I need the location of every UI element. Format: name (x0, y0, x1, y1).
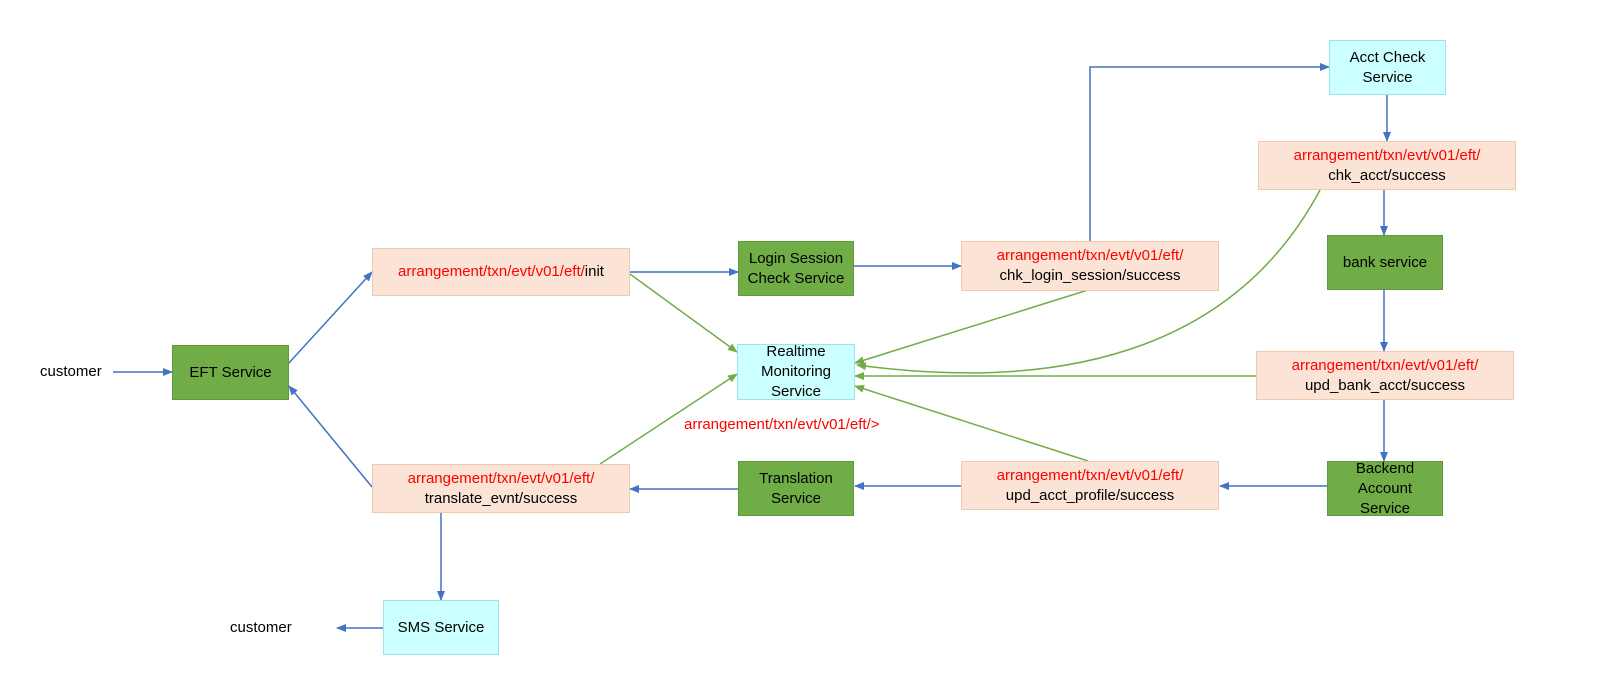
backend-account-service-node: Backend Account Service (1327, 459, 1443, 517)
bank-service-node: bank service (1327, 235, 1443, 290)
arrow-translate-to-eft (288, 385, 373, 488)
topic-init-text: arrangement/txn/evt/v01/eft/init (398, 262, 604, 282)
eft-service-node: EFT Service (172, 345, 289, 400)
topic-upd-bank-acct: arrangement/txn/evt/v01/eft/ upd_bank_ac… (1256, 351, 1514, 400)
topic-init-suffix: init (584, 263, 604, 280)
topic-upd-bank-prefix: arrangement/txn/evt/v01/eft/ (1291, 356, 1479, 374)
topic-translate-suffix: translate_evnt/success (424, 489, 578, 507)
topic-chk-acct-prefix: arrangement/txn/evt/v01/eft/ (1293, 146, 1481, 164)
topic-upd-profile-suffix: upd_acct_profile/success (1005, 486, 1175, 504)
topic-translate-prefix: arrangement/txn/evt/v01/eft/ (407, 469, 595, 487)
topic-chk-login-prefix: arrangement/txn/evt/v01/eft/ (996, 247, 1184, 264)
topic-upd-acct-profile: arrangement/txn/evt/v01/eft/ upd_acct_pr… (961, 461, 1219, 510)
translation-label-line1: Translation (759, 469, 833, 487)
topic-chk-login-session: arrangement/txn/evt/v01/eft/ chk_login_s… (961, 241, 1219, 291)
monitor-arrow-from-init (629, 273, 738, 353)
backend-label-line3: Service (1359, 499, 1411, 517)
customer-source-label: customer (40, 363, 102, 380)
topic-chk-acct: arrangement/txn/evt/v01/eft/ chk_acct/su… (1258, 141, 1516, 190)
login-service-label-line1: Login Session (748, 249, 844, 267)
customer-destination-label: customer (230, 619, 292, 636)
login-session-check-service-node: Login Session Check Service (738, 241, 854, 296)
topic-upd-profile-prefix: arrangement/txn/evt/v01/eft/ (996, 466, 1184, 484)
wildcard-subscription-label: arrangement/txn/evt/v01/eft/> (684, 416, 880, 433)
sms-service-label: SMS Service (397, 618, 485, 636)
sms-service-node: SMS Service (383, 600, 499, 655)
monitor-arrow-from-translate (599, 373, 738, 465)
topic-chk-login-suffix: chk_login_session/success (999, 267, 1181, 284)
eft-service-label: EFT Service (189, 363, 272, 381)
realtime-monitoring-service-node: Realtime Monitoring Service (737, 343, 855, 400)
arrow-chk-login-to-acct-check (1089, 63, 1330, 241)
monitor-service-label-line3: Service (770, 383, 822, 400)
acct-check-label-line2: Service (1362, 68, 1413, 86)
arrow-eft-to-init-topic (287, 271, 373, 365)
acct-check-label-line1: Acct Check (1349, 48, 1426, 66)
monitor-arrow-from-chk-login (854, 289, 1089, 365)
topic-upd-bank-suffix: upd_bank_acct/success (1304, 376, 1466, 394)
monitor-service-label-line2: Monitoring (760, 363, 832, 380)
monitor-service-label-line1: Realtime (766, 343, 826, 360)
login-service-label-line2: Check Service (747, 269, 845, 287)
backend-label-line2: Account (1357, 479, 1413, 497)
acct-check-service-node: Acct Check Service (1329, 40, 1446, 95)
topic-init-prefix: arrangement/txn/evt/v01/eft/ (398, 263, 585, 280)
translation-service-node: Translation Service (738, 461, 854, 516)
topic-init: arrangement/txn/evt/v01/eft/init (372, 248, 630, 296)
monitor-arrow-from-chk-acct (856, 189, 1321, 374)
topic-translate-evnt: arrangement/txn/evt/v01/eft/ translate_e… (372, 464, 630, 513)
bank-service-label: bank service (1342, 253, 1428, 271)
translation-label-line2: Service (770, 489, 822, 507)
topic-chk-acct-suffix: chk_acct/success (1328, 166, 1446, 184)
backend-label-line1: Backend (1355, 459, 1415, 477)
monitor-arrow-from-upd-profile (854, 384, 1089, 462)
